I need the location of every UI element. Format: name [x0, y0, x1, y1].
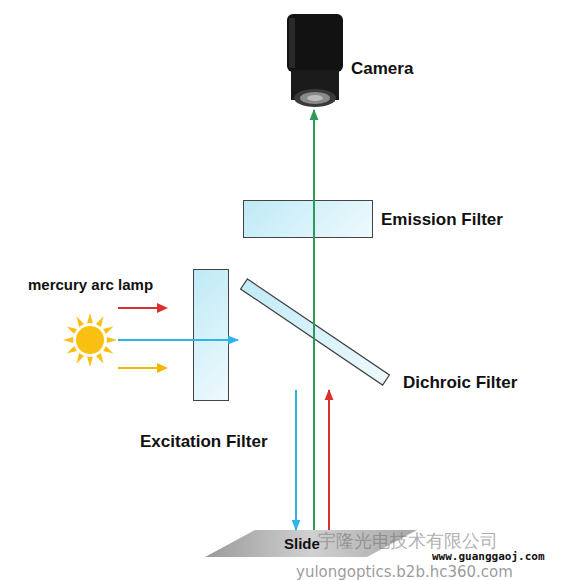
emission-filter: Emission Filter: [243, 200, 373, 238]
watermark: yulongoptics.b2b.hc360.com: [296, 563, 513, 580]
node-label: Dichroic Filter: [403, 373, 517, 393]
camera-eyepiece: Camera: [283, 14, 347, 110]
dichroic-plate: [238, 276, 392, 390]
watermark: 宇隆光电技术有限公司: [318, 529, 498, 553]
watermark: www.guanggaoj.com: [432, 550, 545, 563]
red-light-ray: [118, 307, 158, 309]
node-label: Excitation Filter: [140, 432, 268, 452]
arrow-head: [157, 303, 168, 313]
reflected-light-ray: [328, 390, 330, 530]
yellow-light-ray: [118, 367, 158, 369]
excitation-filter: Excitation Filter: [193, 269, 229, 401]
node-label: Camera: [351, 59, 413, 79]
lamp-source: mercury arc lamp: [62, 312, 118, 368]
camera-body: [283, 14, 347, 110]
excitation-light-ray: [295, 390, 297, 530]
emission-light-ray: [313, 110, 315, 530]
node-label: mercury arc lamp: [28, 275, 153, 295]
node-label: Emission Filter: [381, 210, 503, 230]
dichroic-filter: Dichroic Filter: [238, 276, 392, 390]
arrow-head: [157, 363, 168, 373]
sun-icon: [62, 312, 118, 368]
node-label: Slide: [284, 534, 320, 554]
